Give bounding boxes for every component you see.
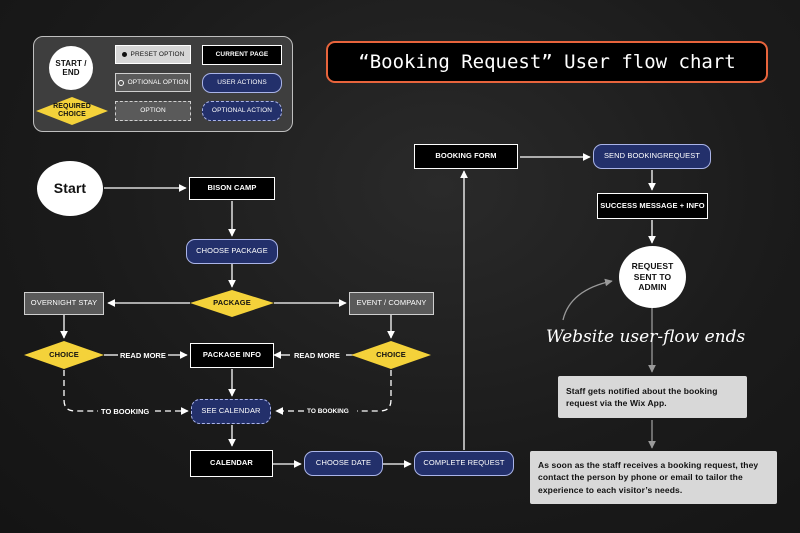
event-company-option: EVENT / COMPANY (349, 292, 434, 315)
page-title: “Booking Request” User flow chart (326, 41, 768, 83)
legend-optional-option: OPTIONAL OPTION (115, 73, 191, 92)
complete-request-action: COMPLETE REQUEST (414, 451, 514, 476)
start-node-label: Start (53, 180, 87, 197)
overnight-stay-option: OVERNIGHT STAY (24, 292, 104, 315)
package-diamond-shape (190, 290, 274, 317)
event-company-label: EVENT / COMPANY (356, 298, 427, 308)
legend-user-actions: USER ACTIONS (202, 73, 282, 93)
legend-required-choice: REQUIRED CHOICE (42, 100, 102, 122)
booking-form-label: BOOKING FORM (435, 151, 497, 161)
request-sent-node: REQUEST SENT TO ADMIN (619, 246, 686, 308)
legend-start-end: START / END (49, 46, 93, 90)
see-calendar-action: SEE CALENDAR (191, 399, 271, 424)
choice-right-diamond: CHOICE (361, 348, 421, 363)
choice-left-diamond-shape (24, 341, 104, 369)
send-booking-request-label: SEND BOOKINGREQUEST (603, 151, 701, 161)
calendar-page: CALENDAR (190, 450, 273, 477)
package-info-label: PACKAGE INFO (202, 350, 262, 360)
send-booking-request-action: SEND BOOKINGREQUEST (593, 144, 711, 169)
staff-contact-text: As soon as the staff receives a booking … (538, 460, 759, 495)
bison-camp-page: BISON CAMP (189, 177, 275, 200)
package-diamond: PACKAGE (202, 296, 262, 311)
choose-package-label: CHOOSE PACKAGE (196, 246, 268, 256)
legend-option-label: OPTION (140, 107, 166, 115)
legend-option: OPTION (115, 101, 191, 121)
choice-left-label: CHOICE (49, 350, 79, 360)
choice-right-diamond-shape (351, 341, 431, 369)
choose-date-label: CHOOSE DATE (315, 458, 372, 468)
booking-form-page: BOOKING FORM (414, 144, 518, 169)
flow-end-annotation: Website user-flow ends (546, 327, 766, 351)
staff-contact-note: As soon as the staff receives a booking … (530, 451, 777, 504)
legend-optional-option-label: OPTIONAL OPTION (127, 78, 189, 86)
flow-end-annotation-text: Website user-flow ends (546, 327, 746, 347)
choice-left-diamond: CHOICE (34, 348, 94, 363)
overnight-stay-label: OVERNIGHT STAY (30, 298, 98, 308)
see-calendar-label: SEE CALENDAR (201, 406, 261, 416)
to-booking-left-label: TO BOOKING (101, 407, 150, 416)
legend-optional-action: OPTIONAL ACTION (202, 101, 282, 121)
legend-preset-option-label: PRESET OPTION (130, 50, 185, 58)
package-info-page: PACKAGE INFO (190, 343, 274, 368)
to-booking-right-label: TO BOOKING (307, 408, 349, 415)
start-node: Start (37, 161, 103, 216)
success-message-label: SUCCESS MESSAGE + INFO (600, 200, 705, 210)
read-more-right-label: READ MORE (294, 351, 340, 360)
calendar-label: CALENDAR (210, 458, 253, 468)
staff-notified-text: Staff gets notified about the booking re… (566, 385, 718, 408)
legend-preset-option: PRESET OPTION (115, 45, 191, 64)
staff-notified-note: Staff gets notified about the booking re… (558, 376, 747, 418)
choice-right-label: CHOICE (376, 350, 406, 360)
choose-package-action: CHOOSE PACKAGE (186, 239, 278, 264)
legend-current-page-label: CURRENT PAGE (215, 51, 269, 59)
complete-request-label: COMPLETE REQUEST (423, 458, 505, 468)
filled-dot-icon (121, 52, 127, 57)
request-sent-label: REQUEST SENT TO ADMIN (631, 261, 674, 293)
legend-optional-action-label: OPTIONAL ACTION (211, 107, 273, 115)
choose-date-action: CHOOSE DATE (304, 451, 383, 476)
legend-required-choice-label: REQUIRED CHOICE (53, 102, 91, 118)
success-message-page: SUCCESS MESSAGE + INFO (597, 193, 708, 219)
page-title-text: “Booking Request” User flow chart (358, 51, 736, 73)
legend-start-end-label: START / END (55, 58, 87, 77)
read-more-left-label: READ MORE (120, 351, 166, 360)
package-diamond-label: PACKAGE (213, 298, 251, 308)
legend-current-page: CURRENT PAGE (202, 45, 282, 65)
bison-camp-label: BISON CAMP (207, 183, 257, 193)
legend-user-actions-label: USER ACTIONS (217, 79, 267, 87)
hollow-dot-icon (117, 79, 124, 86)
